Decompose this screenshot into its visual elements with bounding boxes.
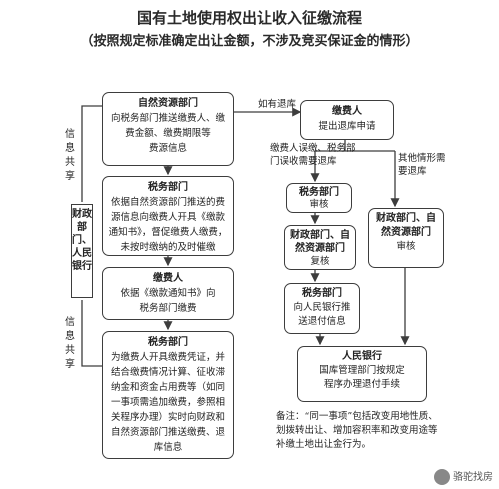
share-label-top: 信息共享	[65, 129, 75, 182]
page-title: 国有土地使用权出让收入征缴流程	[136, 9, 362, 27]
box-line: 结合缴费情况计算、征收滞	[110, 367, 225, 378]
box-line: 库信息	[153, 442, 183, 453]
box-heading: 自然资源部门	[138, 98, 198, 109]
box-natural-resources: 自然资源部门 向税务部门推送缴费人、缴 费金额、缴费期限等 费源信息	[102, 92, 234, 166]
box-heading: 财政部门、自然资源部门	[376, 213, 436, 238]
box-line: 国库管理部门按规定	[319, 365, 405, 376]
box-line: 为缴费人开具缴费凭证，并	[110, 352, 225, 363]
box-line: 向税务部门推送缴费人、缴	[110, 113, 225, 124]
box-fin-recheck: 财政部门、自然资源部门 复核	[284, 225, 356, 270]
box-tax-notice: 税务部门 依据自然资源部门推送的费 源信息向缴费人开具《缴款 通知书》，督促缴费…	[102, 176, 234, 256]
box-heading: 人民银行	[342, 351, 382, 362]
watermark: 骆驼找房	[434, 468, 493, 485]
box-line: 提出退库申请	[318, 121, 376, 132]
wechat-logo-icon	[434, 469, 450, 485]
box-payer-pays: 缴费人 依据《缴款通知书》向 税务部门缴费	[102, 267, 234, 320]
box-line: 税务部门缴费	[139, 303, 197, 314]
box-line: 源信息向缴费人开具《缴款	[110, 212, 225, 223]
box-tax-receipt: 税务部门 为缴费人开具缴费凭证，并 结合缴费情况计算、征收滞 纳金和资金占用费等…	[102, 331, 234, 459]
box-payer-refund: 缴费人 提出退库申请	[300, 100, 394, 140]
box-line: 程序办理退付手续	[323, 379, 400, 390]
box-line: 复核	[310, 256, 330, 267]
box-line: 未按时缴纳的及时催缴	[120, 242, 216, 253]
page-subtitle: （按照规定标准确定出让金额，不涉及竞买保证金的情形）	[80, 34, 419, 49]
share-label-bottom: 信息共享	[65, 317, 75, 370]
footnote-line: 补缴土地出让金行为。	[276, 439, 372, 450]
box-heading: 税务部门	[299, 187, 339, 198]
box-line: 依据自然资源部门推送的费	[110, 197, 225, 208]
box-heading: 税务部门	[302, 288, 342, 299]
box-tax-push: 税务部门 向人民银行推 送退付信息	[284, 283, 360, 334]
agencies-box: 财政部门、人民银行	[71, 204, 93, 298]
box-heading: 税务部门	[148, 337, 188, 348]
share-bracket-bottom	[81, 300, 102, 367]
box-line: 送退付信息	[298, 316, 346, 327]
footnote: 备注：“同一事项”包括改变用地性质、 划拨转出让、增加容积率和改变用途等 补缴土…	[276, 410, 476, 452]
box-line: 通知书》，督促缴费人缴费，	[108, 227, 228, 238]
box-line: 自然资源部门推送缴费、退	[110, 427, 225, 438]
box-line: 关程序办理）实时向财政和	[110, 412, 225, 423]
footnote-line: 划拨转出让、增加容积率和改变用途等	[276, 425, 438, 436]
watermark-text: 骆驼找房	[453, 472, 493, 483]
box-line: 审核	[396, 241, 416, 252]
box-tax-review: 税务部门 审核	[286, 183, 352, 213]
branch-label-right: 其他情形需要退库	[398, 153, 446, 177]
box-line: 纳金和资金占用费等（如同	[110, 382, 225, 393]
box-peoples-bank: 人民银行 国库管理部门按规定 程序办理退付手续	[297, 346, 427, 402]
box-line: 向人民银行推	[293, 302, 351, 313]
box-line: 依据《缴款通知书》向	[120, 288, 216, 299]
footnote-line: 备注：“同一事项”包括改变用地性质、	[276, 411, 438, 422]
box-line: 费金额、缴费期限等	[125, 128, 211, 139]
box-heading: 财政部门、自然资源部门	[290, 230, 350, 254]
box-line: 费源信息	[148, 143, 187, 154]
branch-label-left: 缴费人误缴、税务部门误收需要退库	[270, 143, 356, 167]
box-heading: 缴费人	[153, 273, 183, 284]
box-line: 审核	[309, 199, 329, 210]
box-fin-review: 财政部门、自然资源部门 审核	[368, 208, 444, 268]
box-line: 一事项需追加缴费，参照相	[110, 397, 225, 408]
share-bracket-top	[81, 105, 102, 202]
if-refund-label: 如有退库	[258, 99, 297, 110]
box-heading: 缴费人	[332, 106, 362, 117]
box-heading: 税务部门	[148, 182, 188, 193]
